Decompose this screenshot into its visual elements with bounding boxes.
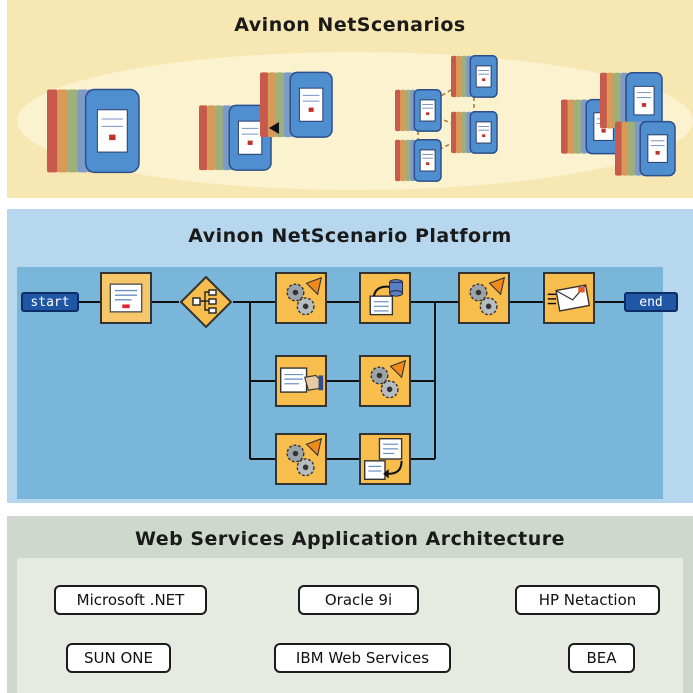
tech-ibm-web-services: IBM Web Services [274,643,451,673]
gears-icon [286,276,323,316]
scenario-cube-pair-front [260,71,333,138]
scenario-cubes-illustration [47,55,676,182]
scenario-cube-network-4 [395,139,442,182]
end-terminal[interactable]: end [624,292,678,312]
hand-document-icon [280,367,324,393]
scenario-cube-cluster-3 [615,120,676,177]
tech-sun-one: SUN ONE [66,643,171,673]
service-node-4[interactable] [458,272,510,324]
pair-arrow-icon [269,122,279,134]
scenario-cube-single [47,88,140,174]
platform-panel: Avinon NetScenario Platform start end [7,209,693,503]
scenario-cube-network-3 [451,111,498,154]
scenario-cube-cluster-2 [600,71,663,130]
workflow-connectors [79,301,624,460]
service-node-1[interactable] [275,272,327,324]
netscenarios-panel: Avinon NetScenarios [7,0,693,198]
document-icon [109,283,143,313]
architecture-panel: Web Services Application Architecture Mi… [7,516,693,693]
document-node[interactable] [100,272,152,324]
transform-node[interactable] [359,433,411,485]
platform-title: Avinon NetScenario Platform [188,225,512,247]
tech-microsoft-net: Microsoft .NET [54,585,207,615]
service-node-2[interactable] [359,355,411,407]
gears-icon [286,437,323,477]
tech-bea: BEA [568,643,635,673]
tech-hp-netaction: HP Netaction [515,585,660,615]
start-terminal[interactable]: start [21,292,79,312]
architecture-title: Web Services Application Architecture [134,528,566,550]
decision-diamond-icon[interactable] [179,275,233,329]
gears-icon [469,276,506,316]
netscenarios-title: Avinon NetScenarios [234,14,466,36]
scenario-cube-network-2 [451,55,498,98]
envelope-icon [547,284,591,312]
scenario-cube-pair-back [199,104,272,171]
tech-oracle-9i: Oracle 9i [298,585,419,615]
scenario-cube-network-1 [395,89,442,132]
document-transform-icon [364,438,403,480]
gears-icon [370,359,407,399]
handoff-node[interactable] [275,355,327,407]
database-icon [369,279,403,316]
database-node[interactable] [359,272,411,324]
notification-node[interactable] [543,272,595,324]
service-node-3[interactable] [275,433,327,485]
